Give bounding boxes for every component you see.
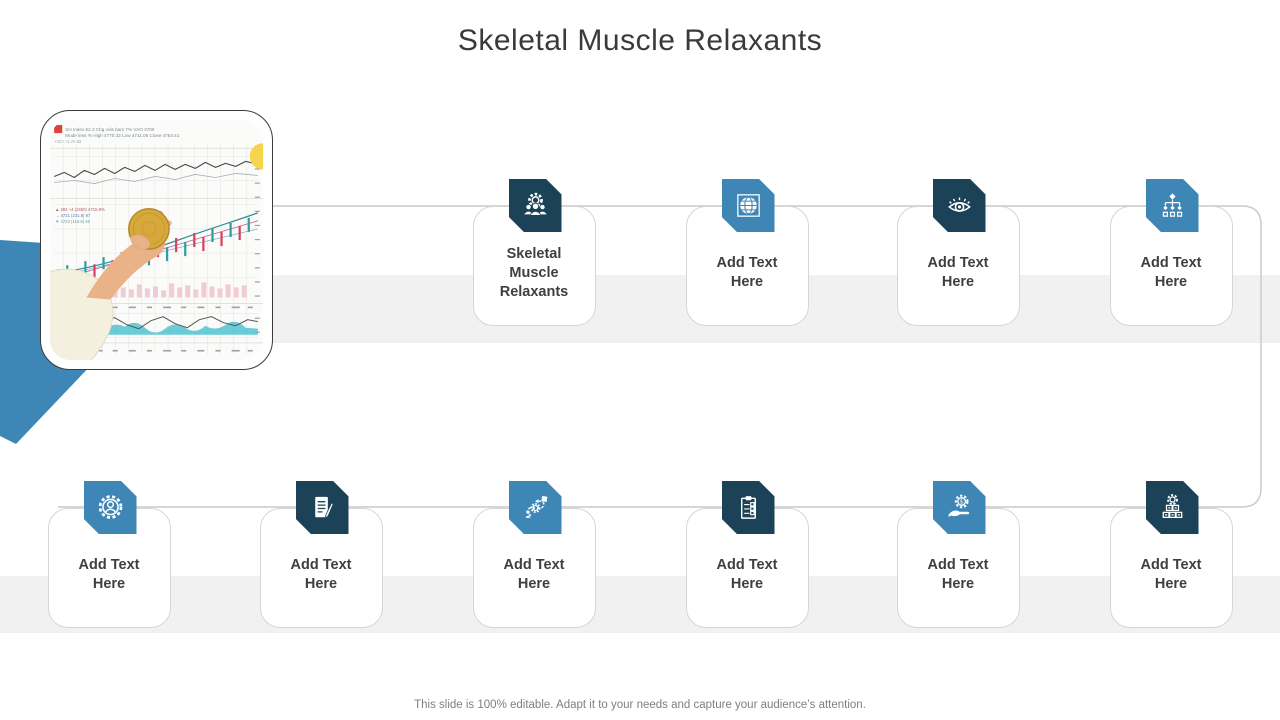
hand-gear-icon: $ [932, 481, 986, 534]
svg-text:→ 4721 (231.9) 97: → 4721 (231.9) 97 [55, 213, 91, 218]
card-add-text-5[interactable]: Add Text Here [259, 481, 383, 628]
footer-note: This slide is 100% editable. Adapt it to… [414, 699, 866, 711]
card-add-text-9[interactable]: Add Text Here [1109, 481, 1233, 628]
card-add-text-7[interactable]: Add Text Here [685, 481, 809, 628]
card-label[interactable]: Add Text Here [290, 557, 352, 592]
photo-illustration: SH Index 52.3 Chg vols bars 7% VAO 4700 … [50, 120, 263, 360]
card-label[interactable]: Add Text Here [927, 557, 989, 592]
card-label[interactable]: Add Text Here [716, 557, 778, 592]
svg-text:▼ 4723 (118.8) 46: ▼ 4723 (118.8) 46 [55, 219, 90, 224]
card-label[interactable]: Add Text Here [1140, 255, 1202, 290]
card-add-text-8[interactable]: $ Add Text Here [896, 481, 1020, 628]
card-label[interactable]: Add Text Here [716, 255, 778, 290]
process-flow-icon [508, 481, 562, 534]
card-add-text-4[interactable]: Add Text Here [47, 481, 171, 628]
card-add-text-1[interactable]: Add Text Here [685, 179, 809, 326]
background-band-bottom [0, 576, 1280, 633]
card-label[interactable]: Add Text Here [927, 255, 989, 290]
card-label[interactable]: Skeletal Muscle Relaxants [499, 245, 569, 300]
svg-text:$: $ [959, 500, 963, 506]
card-add-text-2[interactable]: Add Text Here [896, 179, 1020, 326]
card-add-text-6[interactable]: Add Text Here [472, 481, 596, 628]
document-pen-icon [295, 481, 349, 534]
card-label[interactable]: Add Text Here [78, 557, 140, 592]
team-gear-icon [508, 179, 562, 232]
clipboard-checklist-icon [721, 481, 775, 534]
svg-text:Mode lens % High 4770.32 Low 4: Mode lens % High 4770.32 Low 4711.05 Clo… [65, 133, 180, 138]
globe-icon [721, 179, 775, 232]
slide-title[interactable]: Skeletal Muscle Relaxants [457, 24, 823, 57]
card-label[interactable]: Add Text Here [503, 557, 565, 592]
boxes-gear-icon [1145, 481, 1199, 534]
stock-chart-photo[interactable]: SH Index 52.3 Chg vols bars 7% VAO 4700 … [40, 110, 273, 370]
eye-icon [932, 179, 986, 232]
card-add-text-3[interactable]: Add Text Here [1109, 179, 1233, 326]
card-label[interactable]: Add Text Here [1140, 557, 1202, 592]
svg-text:▲ 293 +4 (2450) 4715.8%: ▲ 293 +4 (2450) 4715.8% [55, 207, 105, 212]
svg-text:+VCI +1.7e 62: +VCI +1.7e 62 [54, 139, 82, 144]
card-skeletal-muscle-relaxants[interactable]: Skeletal Muscle Relaxants [472, 179, 596, 326]
hierarchy-icon [1145, 179, 1199, 232]
svg-text:SH Index 52.3 Chg vols bars 7%: SH Index 52.3 Chg vols bars 7% VAO 4700 [65, 127, 155, 132]
gear-person-icon [83, 481, 137, 534]
